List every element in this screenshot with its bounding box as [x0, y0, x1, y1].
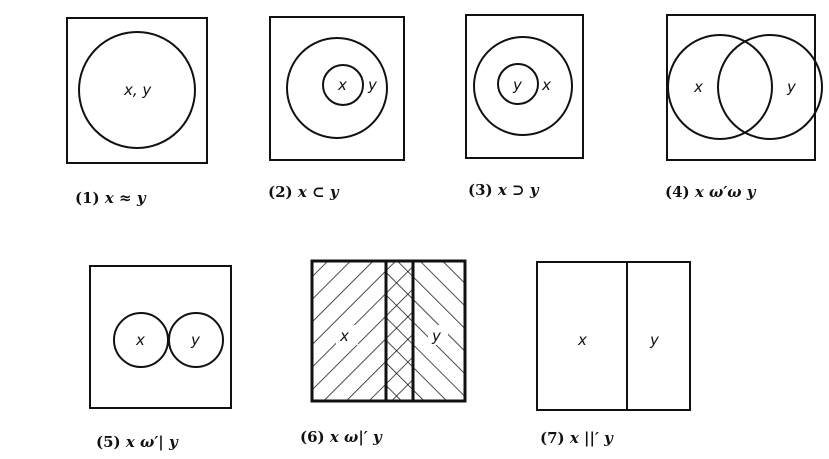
set-label-y: y	[431, 327, 442, 345]
set-circle-xy	[78, 31, 196, 149]
set-circle-x	[667, 34, 773, 140]
set-circle-y	[168, 312, 224, 368]
set-label-y: y	[367, 76, 378, 94]
universe-box	[465, 14, 584, 159]
diagram-2: x y (2) x ⊂ y	[268, 16, 405, 201]
set-circle-x	[322, 64, 364, 106]
universe-box	[269, 16, 405, 161]
set-circle-y	[286, 37, 388, 139]
label-gap-x	[336, 325, 358, 345]
diagram-7: x y (7) x ||′ y	[536, 261, 691, 447]
set-label-x: x	[337, 76, 347, 94]
set-label-y: y	[512, 76, 523, 94]
set-circle-y	[497, 63, 539, 105]
set-label-x: x	[135, 331, 145, 349]
label-gap-y	[428, 325, 448, 345]
universe-box	[66, 17, 208, 164]
diagram-3: y x (3) x ⊃ y	[465, 14, 584, 199]
universe-box	[666, 14, 816, 161]
set-label-x: x	[693, 78, 703, 96]
universe-box	[536, 261, 691, 411]
set-circle-y	[717, 34, 823, 140]
caption-7: (7) x ||′ y	[540, 429, 614, 447]
caption-1: (1) x ≈ y	[75, 189, 147, 207]
set-region-y	[386, 261, 465, 401]
set-label-y: y	[786, 78, 797, 96]
set-label-y: y	[190, 331, 201, 349]
caption-3: (3) x ⊃ y	[468, 181, 540, 199]
diagram-4: x y (4) x ω′ω y	[665, 14, 823, 201]
universe-box	[89, 265, 232, 409]
set-label-x: x	[541, 76, 551, 94]
caption-6: (6) x ω|′ y	[300, 428, 383, 446]
set-circle-x	[473, 36, 573, 136]
caption-4: (4) x ω′ω y	[665, 183, 757, 201]
caption-5: (5) x ω′| y	[96, 433, 179, 451]
diagram-1: x, y (1) x ≈ y	[66, 17, 208, 207]
set-label-x: x	[577, 331, 587, 349]
set-label: x, y	[123, 81, 152, 99]
caption-2: (2) x ⊂ y	[268, 183, 340, 201]
diagram-6: x y (6) x ω|′ y	[300, 259, 467, 446]
universe-box	[310, 259, 467, 403]
set-label-x: x	[339, 327, 349, 345]
diagram-5: x y (5) x ω′| y	[89, 265, 232, 451]
set-label-y: y	[649, 331, 660, 349]
